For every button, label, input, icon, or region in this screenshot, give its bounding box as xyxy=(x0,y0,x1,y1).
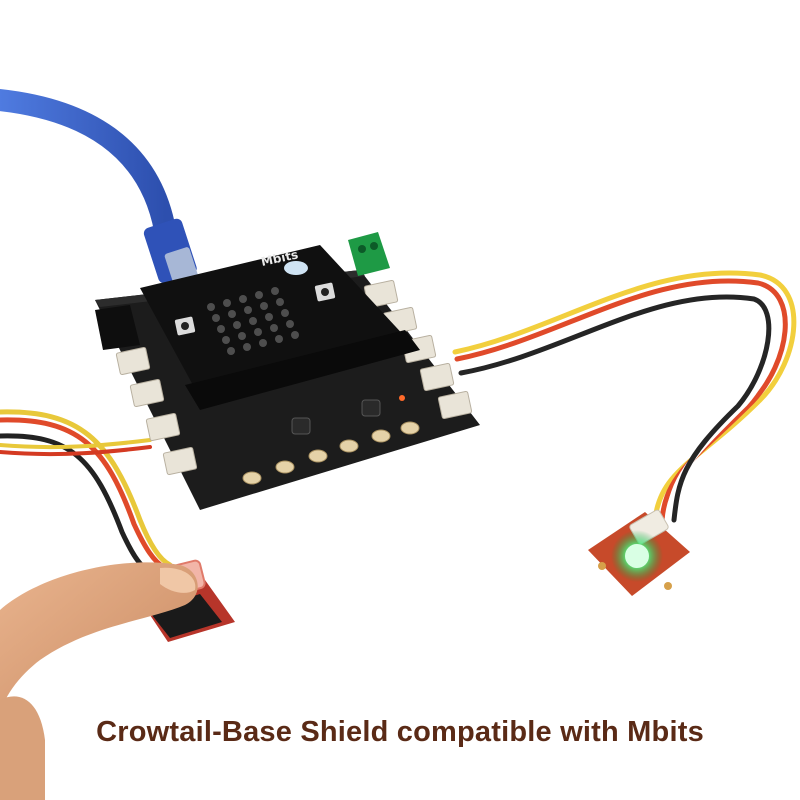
usb-cable xyxy=(0,89,199,286)
mbits-board: Mbits xyxy=(140,245,420,410)
led-module xyxy=(588,509,690,596)
right-wire-bundle xyxy=(452,270,797,523)
left-wire-bundle xyxy=(0,409,173,577)
finger xyxy=(0,562,198,800)
led-matrix xyxy=(207,287,299,355)
caption: Crowtail-Base Shield compatible with Mbi… xyxy=(96,716,704,748)
